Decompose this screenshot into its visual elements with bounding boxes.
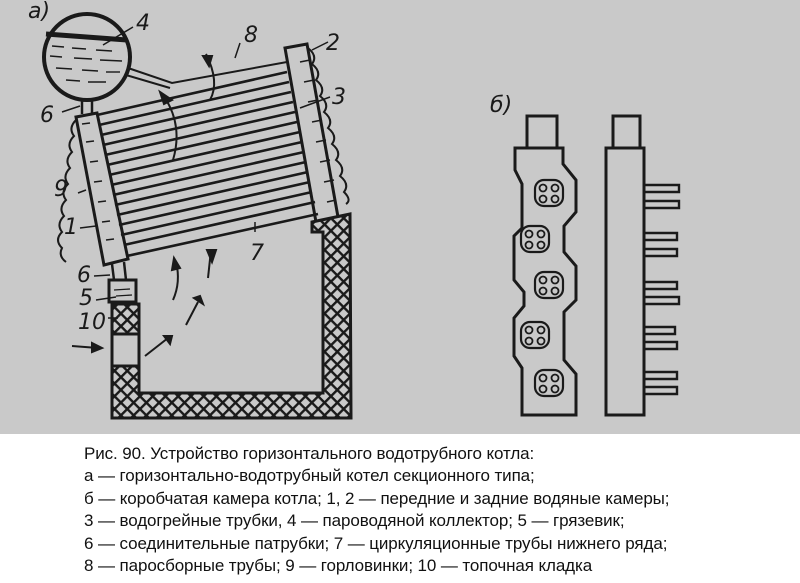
label-7: 7 bbox=[250, 241, 264, 266]
caption-line-3: 3 — водогрейные трубки, 4 — пароводяной … bbox=[84, 511, 625, 531]
mud-drum bbox=[107, 278, 138, 304]
label-6-bottom: 6 bbox=[77, 263, 91, 288]
caption-title: Рис. 90. Устройство горизонтального водо… bbox=[84, 444, 535, 463]
label-2: 2 bbox=[326, 31, 340, 56]
label-3: 3 bbox=[332, 85, 346, 110]
caption-line-a: а — горизонтально-водотрубный котел секц… bbox=[84, 466, 535, 486]
label-8: 8 bbox=[244, 23, 258, 48]
panel-b-box-chamber bbox=[512, 114, 681, 417]
panel-a-label: а) bbox=[28, 0, 50, 24]
caption-line-8: 8 — паросборные трубы; 9 — горловинки; 1… bbox=[84, 556, 593, 576]
label-1: 1 bbox=[64, 215, 78, 240]
boiler-diagram: а) 4 8 2 3 6 9 1 7 6 5 10 б) bbox=[0, 0, 800, 434]
caption-line-b: б — коробчатая камера котла; 1, 2 — пере… bbox=[84, 488, 670, 508]
label-9: 9 bbox=[54, 177, 68, 202]
flow-arrows bbox=[71, 53, 218, 357]
label-10: 10 bbox=[78, 310, 106, 335]
leader-lines bbox=[61, 26, 331, 319]
steam-water-collector bbox=[42, 12, 132, 102]
furnace-brickwork bbox=[110, 212, 353, 420]
label-4: 4 bbox=[136, 11, 150, 36]
figure-caption: Рис. 90. Устройство горизонтального водо… bbox=[84, 443, 784, 577]
diagram-drawing: а) 4 8 2 3 6 9 1 7 6 5 10 б) bbox=[28, 0, 681, 420]
caption-line-6: 6 — соединительные патрубки; 7 — циркуля… bbox=[84, 533, 668, 553]
panel-a bbox=[42, 12, 353, 420]
panel-b-label: б) bbox=[490, 93, 512, 118]
part-labels: а) 4 8 2 3 6 9 1 7 6 5 10 б) bbox=[28, 0, 512, 335]
label-6-top: 6 bbox=[40, 103, 54, 128]
label-5: 5 bbox=[79, 286, 93, 311]
front-water-chamber bbox=[57, 111, 130, 267]
water-heating-tubes bbox=[96, 70, 319, 258]
